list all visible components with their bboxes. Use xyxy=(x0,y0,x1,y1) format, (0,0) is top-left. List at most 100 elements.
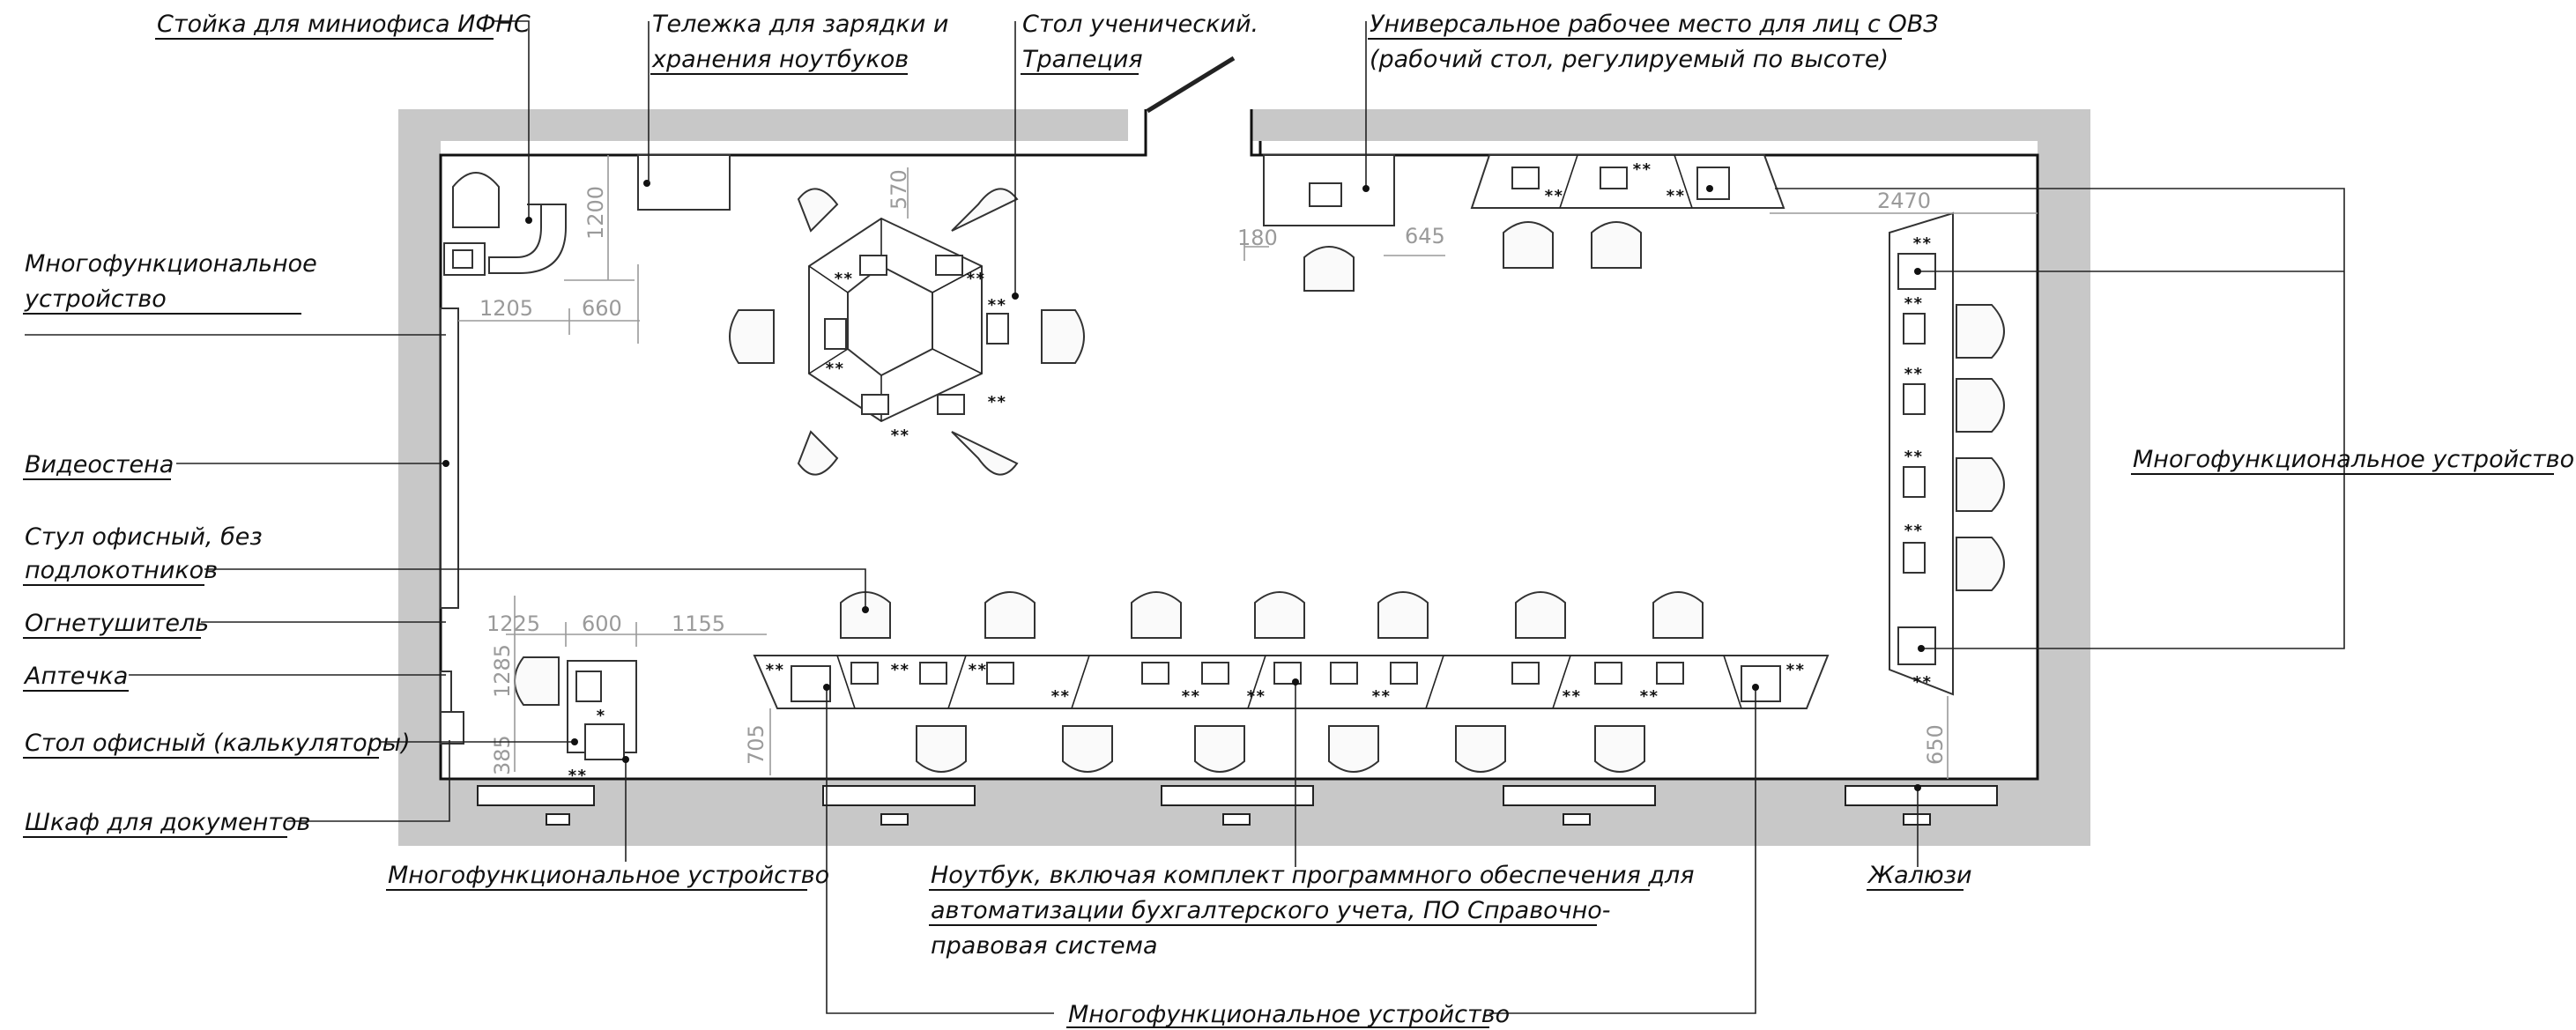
video-wall xyxy=(440,308,459,609)
right-chair-2 xyxy=(1956,378,2005,433)
top-mfu xyxy=(1696,167,1730,200)
right-chair-4 xyxy=(1956,537,2005,591)
dim-180: 180 xyxy=(1237,226,1278,250)
right-chair-1 xyxy=(1956,304,2005,359)
mark-bottom-9: ** xyxy=(1639,687,1659,706)
top-chair-2 xyxy=(1591,221,1642,269)
mark-bottom-10: ** xyxy=(1785,661,1805,679)
hex-chair-5 xyxy=(797,430,839,476)
mfu-topleft xyxy=(443,242,486,276)
label-noutbuk-2: автоматизации бухгалтерского учета, ПО С… xyxy=(931,897,1611,924)
mark-bottom-2: ** xyxy=(890,661,909,679)
dimension-values: 1200 570 1205 660 180 645 2470 1225 600 … xyxy=(479,169,1948,775)
leader-lines xyxy=(25,20,2345,1014)
dim-660: 660 xyxy=(582,296,622,321)
chair-topleft xyxy=(452,172,500,228)
windows xyxy=(477,785,1998,826)
label-stoyka: Стойка для миниофиса ИФНС xyxy=(157,11,531,38)
top-laptop-1 xyxy=(1511,167,1540,189)
label-telezhka-1: Тележка для зарядки и xyxy=(652,11,948,38)
right-laptop-2 xyxy=(1903,383,1926,415)
mark-bottom-3: ** xyxy=(968,661,987,679)
bottom-laptop-7 xyxy=(1330,662,1358,685)
label-ovz-2: (рабочий стол, регулируемый по высоте) xyxy=(1370,46,1889,73)
label-ognetush: Огнетушитель xyxy=(25,610,209,637)
ifns-stand xyxy=(488,204,567,274)
bottom-laptop-3 xyxy=(986,662,1014,685)
laptop-cart xyxy=(637,154,731,211)
ovz-chair xyxy=(1303,246,1355,292)
mark-table-1: * xyxy=(596,707,605,725)
mark-bottom-8: ** xyxy=(1562,687,1581,706)
bottom-laptop-11 xyxy=(1656,662,1684,685)
dim-600: 600 xyxy=(582,611,622,636)
label-ovz-1: Универсальное рабочее место для лиц с ОВ… xyxy=(1370,11,1939,38)
label-videostena: Видеостена xyxy=(25,451,174,478)
labels: Стойка для миниофиса ИФНС Тележка для за… xyxy=(23,11,2574,1028)
right-laptop-4 xyxy=(1903,542,1926,574)
mark-top-3: ** xyxy=(1666,187,1685,205)
dim-1200: 1200 xyxy=(583,186,608,240)
dim-645: 645 xyxy=(1405,224,1445,248)
mark-right-2: ** xyxy=(1904,294,1923,313)
label-mfu-left-2: устройство xyxy=(24,285,167,313)
hex-laptop-3 xyxy=(986,313,1009,345)
dim-1205: 1205 xyxy=(479,296,533,321)
bottom-laptop-1 xyxy=(850,662,879,685)
label-stol-ofis: Стол офисный (калькуляторы) xyxy=(25,730,411,757)
dim-1285: 1285 xyxy=(490,644,515,698)
mark-right-5: ** xyxy=(1904,522,1923,540)
ovz-laptop xyxy=(1309,182,1342,207)
mark-bottom-1: ** xyxy=(765,661,784,679)
label-shkaf: Шкаф для документов xyxy=(25,809,310,836)
dim-385: 385 xyxy=(490,735,515,775)
label-stul-2: подлокотников xyxy=(25,557,218,584)
right-laptop-3 xyxy=(1903,466,1926,498)
right-laptop-1 xyxy=(1903,313,1926,345)
mark-right-4: ** xyxy=(1904,448,1923,466)
window-3 xyxy=(1161,785,1314,826)
dim-1225: 1225 xyxy=(486,611,540,636)
mark-hex-4: ** xyxy=(825,359,844,378)
label-noutbuk-3: правовая система xyxy=(931,932,1158,960)
label-telezhka-2: хранения ноутбуков xyxy=(651,46,909,73)
door-leaf xyxy=(1146,56,1236,114)
mfu-bottomleft xyxy=(584,723,625,760)
window-5 xyxy=(1845,785,1998,826)
bottom-laptop-5 xyxy=(1201,662,1229,685)
right-chair-3 xyxy=(1956,457,2005,512)
mark-bottom-6: ** xyxy=(1246,687,1266,706)
dim-2470: 2470 xyxy=(1877,189,1931,213)
bottom-mfu-right xyxy=(1741,665,1781,702)
bottom-chairs-lower xyxy=(916,725,1645,773)
furniture xyxy=(440,154,2005,773)
bottom-laptop-4 xyxy=(1141,662,1169,685)
mfu-topleft-tray xyxy=(452,249,473,269)
top-laptop-2 xyxy=(1600,167,1628,189)
bottom-mfu-left xyxy=(791,665,831,702)
right-mfu-bottom xyxy=(1897,626,1936,665)
hex-chair-1 xyxy=(797,188,839,233)
leader-dots xyxy=(442,185,1925,791)
window-4 xyxy=(1503,785,1656,826)
label-noutbuk-1: Ноутбук, включая комплект программного о… xyxy=(931,862,1695,889)
bottom-laptop-9 xyxy=(1511,662,1540,685)
dim-705: 705 xyxy=(744,724,768,765)
mark-right-3: ** xyxy=(1904,365,1923,383)
mark-top-1: ** xyxy=(1544,187,1563,205)
ovz-desk xyxy=(1263,154,1395,226)
bottom-laptop-2 xyxy=(919,662,947,685)
hex-chair-3 xyxy=(729,309,775,364)
mark-right-6: ** xyxy=(1912,673,1932,692)
label-aptechka: Аптечка xyxy=(23,663,128,690)
bottom-chairs-upper xyxy=(840,591,1704,639)
office-table-calc xyxy=(575,671,602,702)
mark-right-1: ** xyxy=(1912,234,1932,253)
mark-bottom-5: ** xyxy=(1181,687,1200,706)
label-mfu-bottom: Многофункциональное устройство xyxy=(1068,1001,1510,1028)
dimension-lines xyxy=(458,155,2038,779)
mark-bottom-7: ** xyxy=(1371,687,1391,706)
mark-hex-2: ** xyxy=(966,270,985,288)
top-chair-1 xyxy=(1503,221,1554,269)
